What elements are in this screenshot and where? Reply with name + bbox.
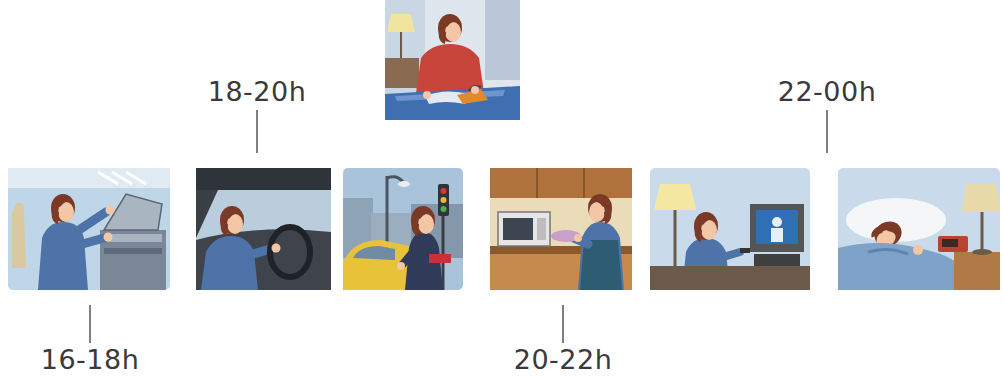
bed-picture	[838, 168, 1000, 290]
leader-lines	[90, 110, 827, 343]
time-label: 20-22h	[488, 344, 638, 376]
time-label: 16-18h	[15, 344, 165, 376]
kitchen-picture	[490, 168, 632, 290]
ironing-picture	[385, 0, 520, 120]
driving-picture	[196, 168, 331, 290]
street-picture	[343, 168, 463, 290]
tv-picture	[650, 168, 810, 290]
time-label: 22-00h	[752, 76, 902, 108]
time-label: 18-20h	[182, 76, 332, 108]
office-picture	[8, 168, 170, 290]
